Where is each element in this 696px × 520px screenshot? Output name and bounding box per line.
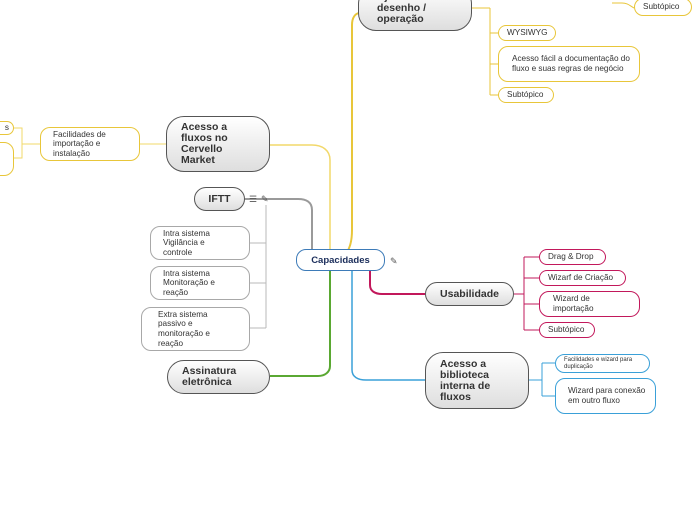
branch-acesso-fluxos[interactable]: Acesso a fluxos no Cervello Market bbox=[166, 116, 270, 172]
subtopic-facilidades[interactable]: Facilidades de importação e instalação bbox=[40, 127, 140, 161]
branch-biblioteca-label: Acesso a biblioteca interna de fluxos bbox=[440, 357, 491, 403]
branch-design[interactable]: Ajuda desenho / operação bbox=[358, 0, 472, 31]
branch-biblioteca[interactable]: Acesso a biblioteca interna de fluxos bbox=[425, 352, 529, 409]
branch-usabilidade[interactable]: Usabilidade bbox=[425, 282, 514, 306]
subtopic-intra-monitoracao[interactable]: Intra sistema Monitoração e reação bbox=[150, 266, 250, 300]
subtopic-wysiwyg[interactable]: WYSIWYG bbox=[498, 25, 556, 41]
subtopic-design-extra[interactable]: Subtópico bbox=[634, 0, 692, 16]
branch-assinatura-label: Assinatura eletrônica bbox=[182, 365, 237, 388]
root-node[interactable]: Capacidades bbox=[296, 249, 385, 271]
branch-usabilidade-label: Usabilidade bbox=[440, 287, 499, 300]
subtopic-wizard-conexao[interactable]: Wizard para conexão em outro fluxo bbox=[555, 378, 656, 414]
subtopic-far-left-top[interactable]: s bbox=[0, 121, 14, 135]
branch-assinatura[interactable]: Assinatura eletrônica bbox=[167, 360, 270, 394]
root-label: Capacidades bbox=[311, 254, 370, 266]
subtopic-documentacao[interactable]: Acesso fácil a documentação do fluxo e s… bbox=[498, 46, 640, 82]
subtopic-design-generic[interactable]: Subtópico bbox=[498, 87, 554, 103]
subtopic-far-left-bottom[interactable] bbox=[0, 142, 14, 176]
subtopic-intra-vigilancia[interactable]: Intra sistema Vigilância e controle bbox=[150, 226, 250, 260]
subtopic-usabilidade-generic[interactable]: Subtópico bbox=[539, 322, 595, 338]
subtopic-wizard-importacao[interactable]: Wizard de importação bbox=[539, 291, 640, 317]
subtopic-wizard-criacao[interactable]: Wizarf de Criação bbox=[539, 270, 626, 286]
subtopic-extra-sistema[interactable]: Extra sistema passivo e monitoração e re… bbox=[141, 307, 250, 351]
branch-acesso-fluxos-label: Acesso a fluxos no Cervello Market bbox=[181, 121, 228, 166]
subtopic-wizard-duplicacao[interactable]: Facilidades e wizard para duplicação bbox=[555, 354, 650, 373]
branch-ifft[interactable]: IFTT bbox=[194, 187, 245, 211]
branch-ifft-label: IFTT bbox=[208, 192, 231, 205]
pin-icon[interactable]: ✎ bbox=[390, 256, 398, 266]
subtopic-drag-drop[interactable]: Drag & Drop bbox=[539, 249, 606, 265]
list-icon[interactable]: ☰ bbox=[249, 194, 258, 204]
pin-icon[interactable]: ✎ bbox=[261, 194, 269, 204]
branch-design-label: Ajuda desenho / operação bbox=[377, 0, 427, 25]
